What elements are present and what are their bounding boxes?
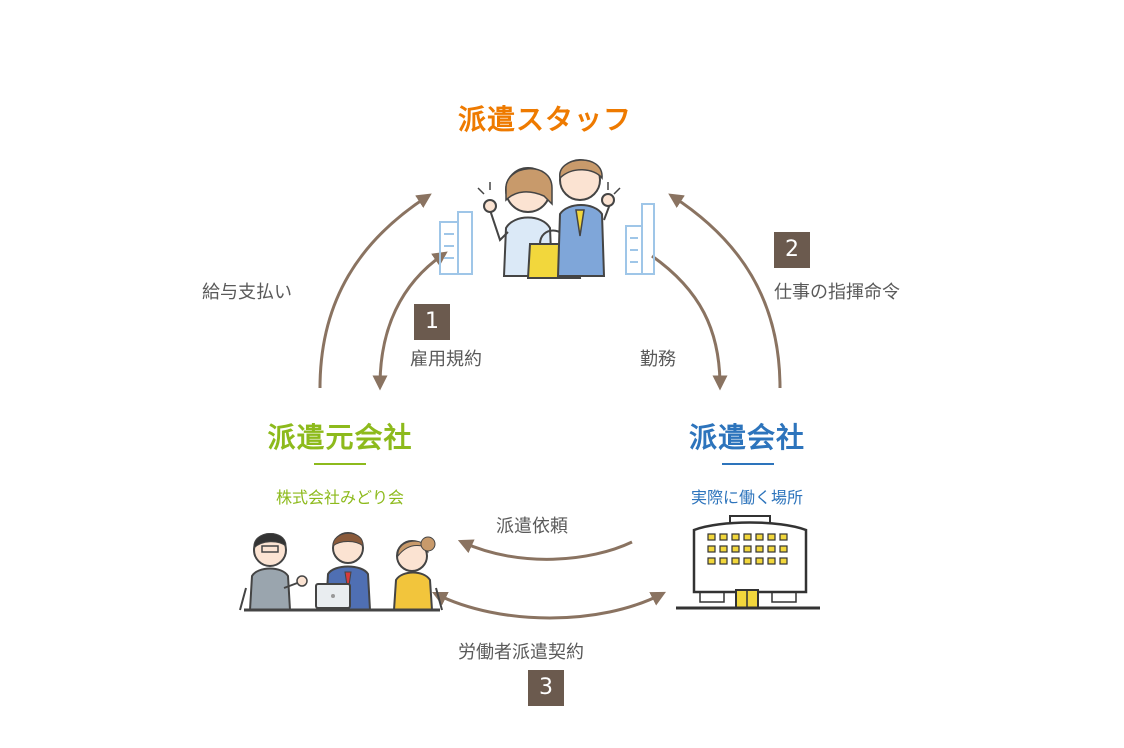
command-arrow [668,193,782,389]
building-illustration [676,515,820,610]
request-label: 派遣依頼 [496,516,568,537]
salary-arrow [318,193,432,389]
command-label: 仕事の指揮命令 [774,282,900,303]
dispatch-contract-badge: 3 [528,670,564,706]
client-subtitle: 実際に働く場所 [690,488,803,507]
origin-title: 派遣元会社 [267,421,413,454]
client-title: 派遣会社 [688,421,805,454]
origin-subtitle: 株式会社みどり会 [275,488,404,507]
staff-illustration [439,159,655,279]
employment-label: 雇用規約 [410,349,482,370]
dispatch-contract-label: 労働者派遣契約 [458,642,584,663]
request-arrow [457,539,633,561]
employment-badge: 1 [414,304,450,340]
dispatch-contract-arrow [431,591,667,620]
meeting-illustration [239,532,443,612]
client-divider [722,463,774,465]
origin-divider [314,463,366,465]
work-arrow [651,254,728,391]
work-label: 勤務 [640,349,676,370]
salary-label: 給与支払い [202,282,292,303]
employment-arrow [372,251,448,391]
staff-title: 派遣スタッフ [457,103,632,136]
command-badge: 2 [774,232,810,268]
